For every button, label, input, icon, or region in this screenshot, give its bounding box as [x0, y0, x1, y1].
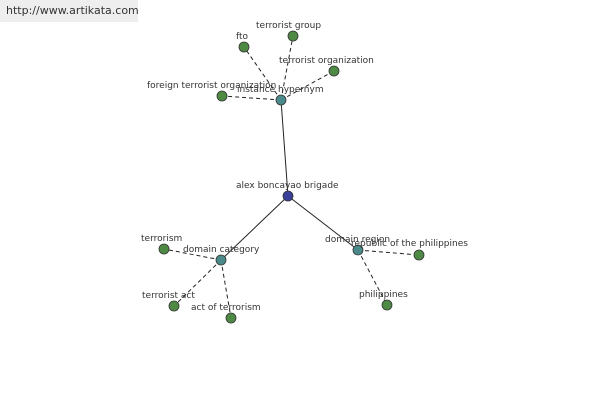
graph-labels: fto terrorist group terrorist organization…	[141, 21, 468, 313]
root-node[interactable]	[282, 190, 294, 202]
leaf-node-l_fto[interactable]	[238, 41, 250, 53]
leaf-node-l_terrorism[interactable]	[158, 243, 170, 255]
leaf-node-l_phil[interactable]	[381, 299, 393, 311]
leaf-node-l_torg[interactable]	[328, 65, 340, 77]
leaf-label-l_phil: philippines	[359, 290, 408, 300]
leaf-label-l_terrorism: terrorism	[141, 234, 182, 244]
edge-root-hyper	[280, 99, 289, 197]
category-label-hyper: instance hypernym	[237, 85, 324, 95]
category-label-domcat: domain category	[183, 245, 260, 255]
leaf-node-l_fto_long[interactable]	[216, 90, 228, 102]
leaf-node-l_act[interactable]	[225, 312, 237, 324]
leaf-label-l_fto_long: foreign terrorist organization	[147, 81, 276, 91]
root-label: alex boncayao brigade	[236, 181, 339, 191]
category-node-hyper[interactable]	[275, 94, 287, 106]
edge-hyper-l_fto_long	[221, 95, 282, 101]
leaf-label-l_act: act of terrorism	[191, 303, 261, 313]
edge-root-domcat	[220, 195, 289, 261]
leaf-node-l_tgroup[interactable]	[287, 30, 299, 42]
edge-domreg-l_phil	[357, 249, 388, 306]
category-label-domreg: domain region	[325, 235, 390, 245]
graph-nodes	[158, 30, 425, 324]
leaf-node-l_rep[interactable]	[413, 249, 425, 261]
category-node-domreg[interactable]	[352, 244, 364, 256]
graph-edges	[163, 35, 420, 319]
edge-hyper-l_fto	[243, 46, 282, 101]
leaf-node-l_tact[interactable]	[168, 300, 180, 312]
leaf-label-l_torg: terrorist organization	[279, 56, 374, 66]
edge-domcat-l_act	[220, 259, 232, 319]
leaf-label-l_tact: terrorist act	[142, 291, 195, 301]
edge-hyper-l_tgroup	[280, 35, 294, 101]
leaf-label-l_tgroup: terrorist group	[256, 21, 321, 31]
edge-domcat-l_tact	[173, 259, 222, 307]
edge-hyper-l_torg	[280, 70, 335, 101]
edge-domreg-l_rep	[357, 249, 420, 256]
watermark-link[interactable]: http://www.artikata.com	[0, 0, 139, 22]
edge-root-domreg	[287, 195, 359, 251]
leaf-label-l_fto: fto	[236, 32, 249, 42]
edge-domcat-l_terrorism	[163, 248, 222, 261]
leaf-label-l_rep: republic of the philippines	[351, 239, 468, 249]
category-node-domcat[interactable]	[215, 254, 227, 266]
